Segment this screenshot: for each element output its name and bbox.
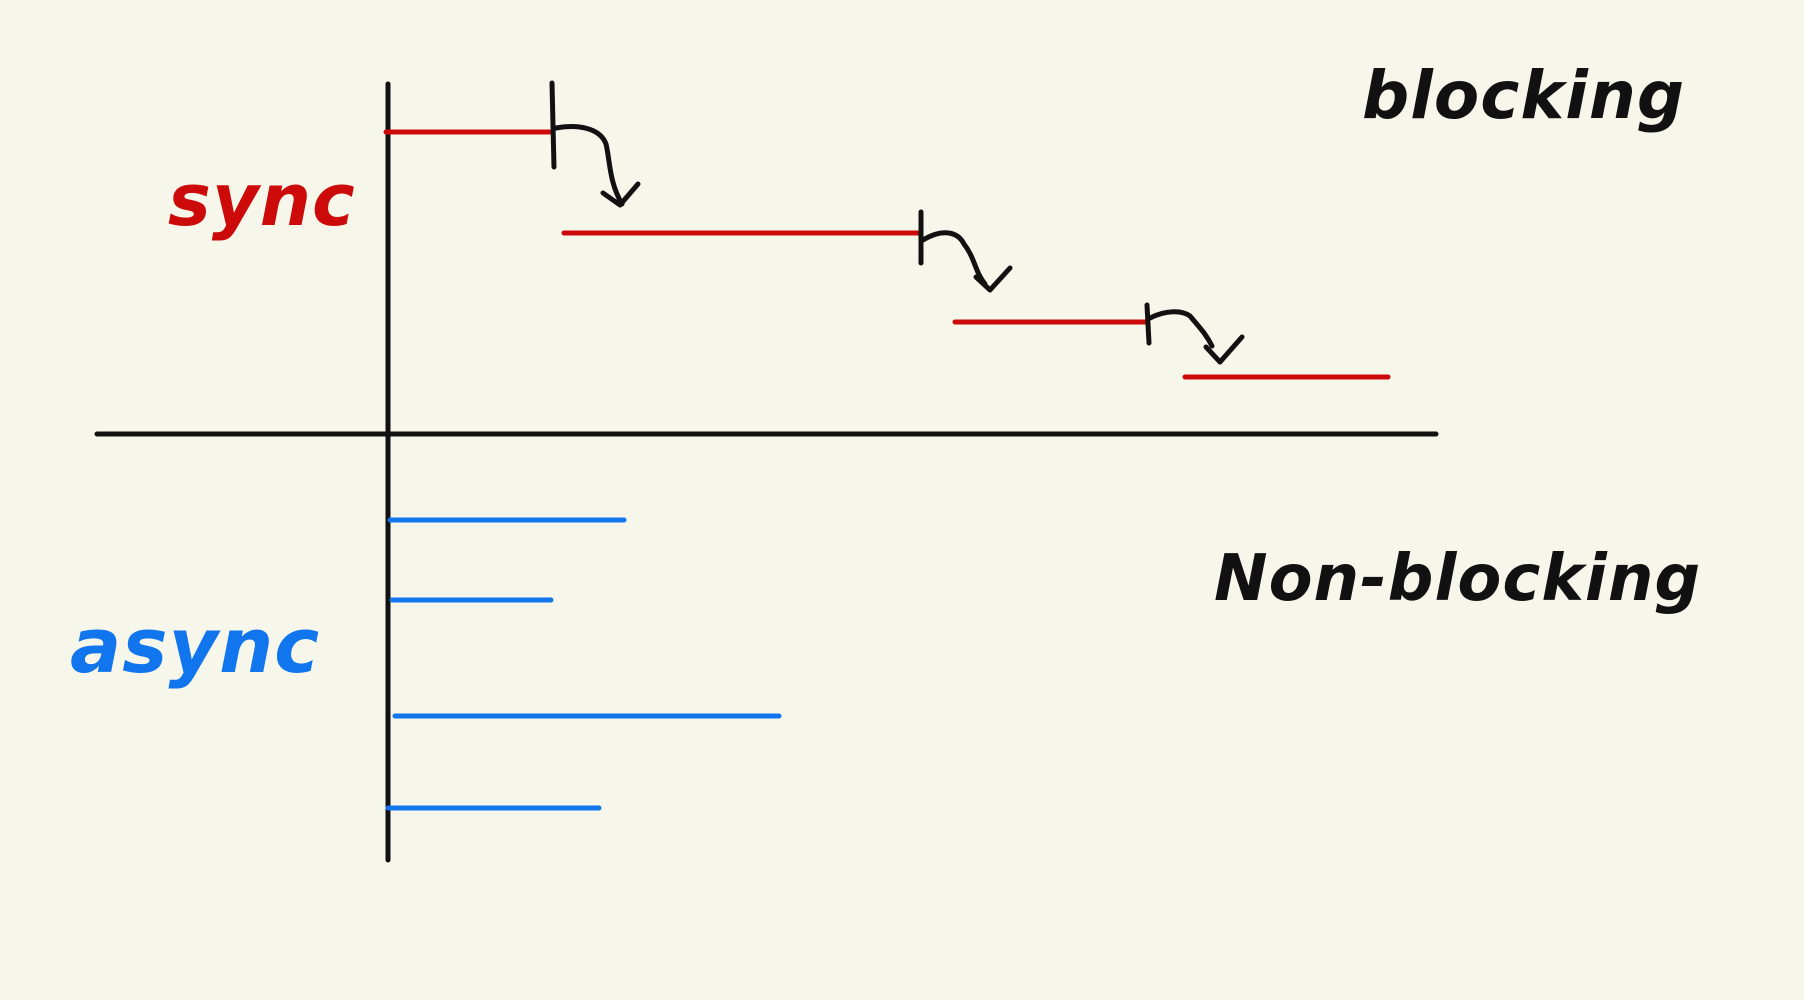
arrowhead-icon xyxy=(1203,334,1245,365)
curved-down-arrow-icon xyxy=(1147,309,1215,349)
axes xyxy=(94,81,1439,863)
handoff-2 xyxy=(918,209,1013,293)
arrowhead-icon xyxy=(600,181,641,208)
arrowhead-icon xyxy=(973,265,1013,293)
async-timeline xyxy=(385,517,782,811)
handoff-1 xyxy=(549,80,641,208)
task-end-tick xyxy=(549,80,557,170)
curved-down-arrow-icon xyxy=(920,230,988,287)
task-end-tick xyxy=(1144,302,1152,346)
handoff-3 xyxy=(1144,302,1245,365)
sync-timeline xyxy=(383,129,1391,380)
sync-label: sync xyxy=(168,158,356,242)
handoff-markers xyxy=(549,80,1245,365)
async-label: async xyxy=(70,601,320,690)
non-blocking-label: Non-blocking xyxy=(1214,542,1701,616)
curved-down-arrow-icon xyxy=(553,124,625,207)
blocking-label: blocking xyxy=(1362,57,1685,134)
